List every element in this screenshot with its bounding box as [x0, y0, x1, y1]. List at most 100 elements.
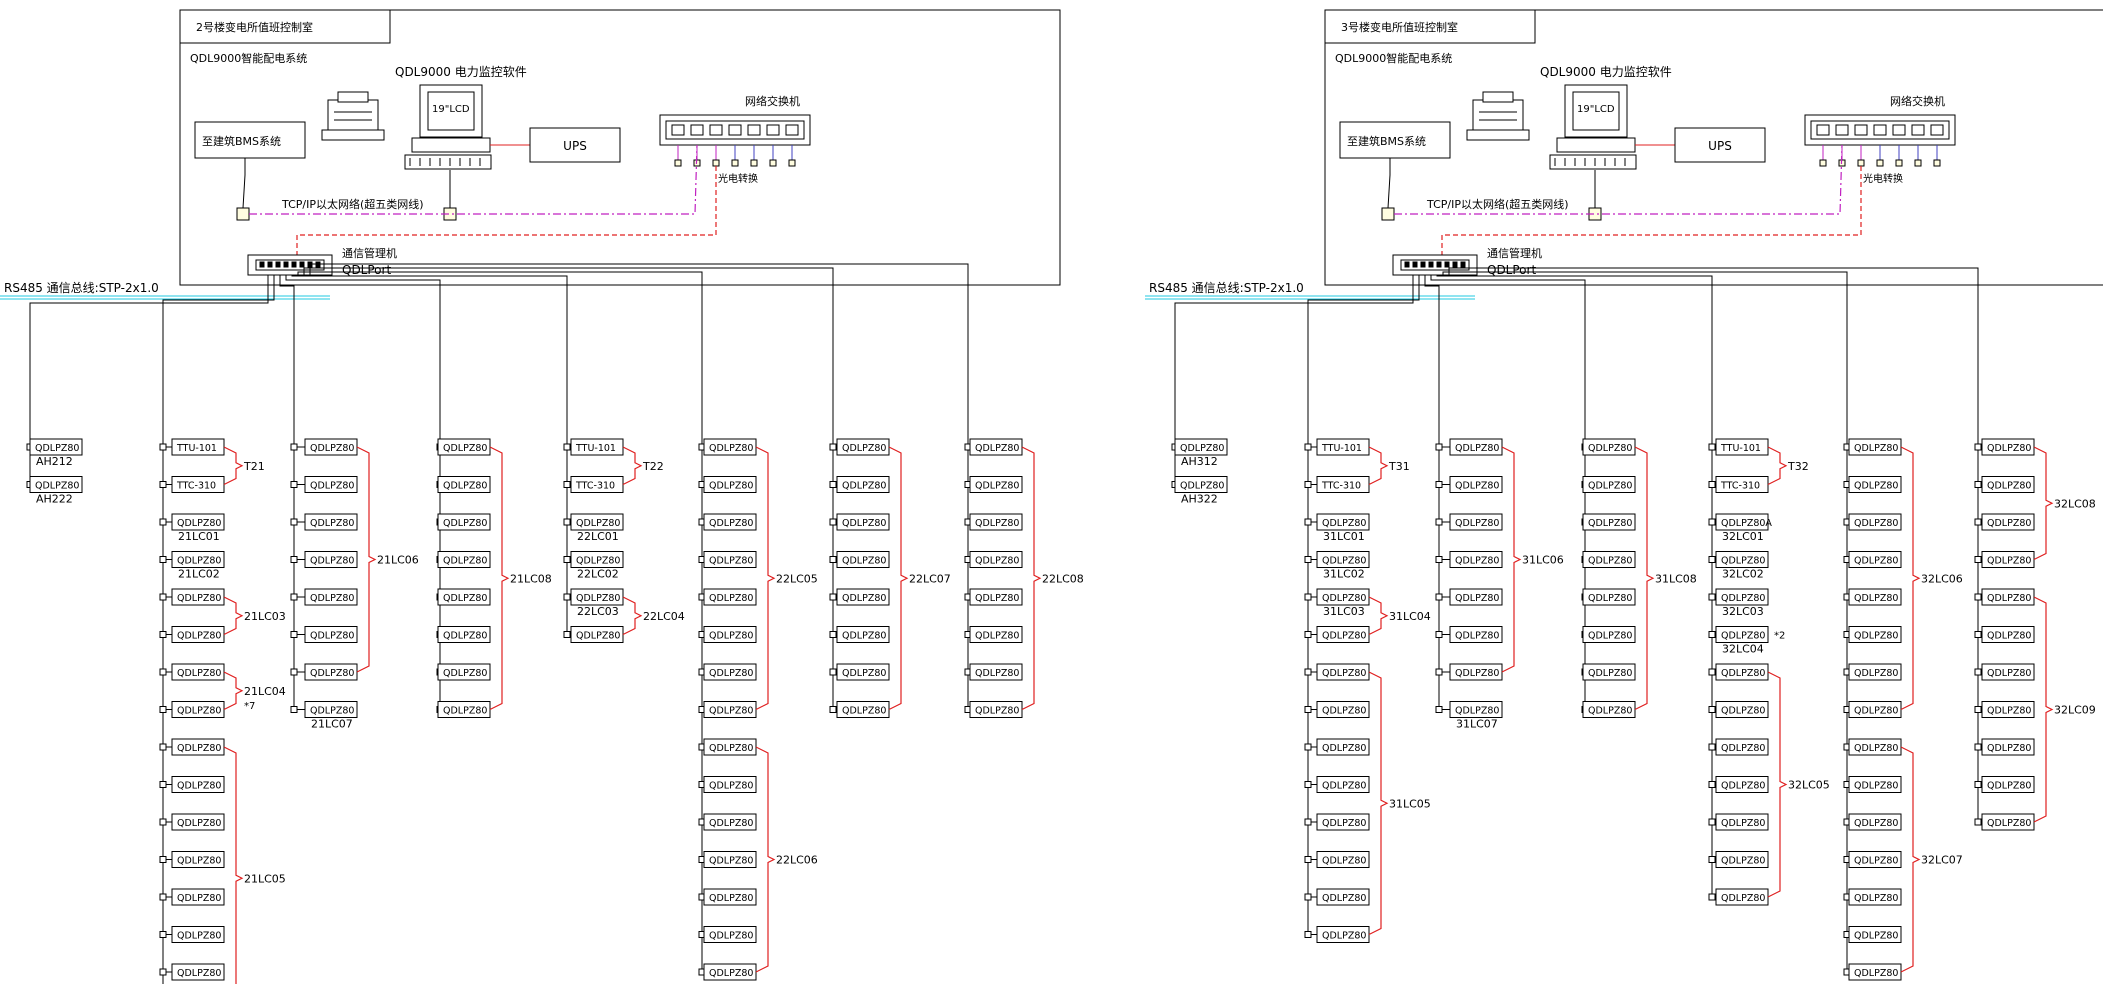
device-terminal [1974, 818, 1982, 826]
device-label: QDLPZ80 [1854, 781, 1898, 792]
device-label: QDLPZ80 [1455, 631, 1499, 642]
device-terminal [1708, 556, 1716, 563]
device-label: QDLPZ80 [1721, 631, 1765, 642]
device-terminal [1974, 593, 1982, 601]
device-terminal [1708, 481, 1716, 488]
device-terminal [159, 781, 167, 788]
device-box [1582, 513, 1636, 531]
device-box [171, 551, 225, 568]
device-column-2: TTU-101TTC-310QDLPZ8021LC01QDLPZ8021LC02… [159, 275, 286, 984]
device-row: QDLPZ80 [1304, 813, 1370, 831]
rs485-feeder-line [1424, 275, 1440, 322]
room-title: 3号楼变电所值班控制室 [1341, 20, 1458, 34]
device-box [1582, 588, 1636, 606]
device-row: QDLPZ80 [1708, 851, 1769, 868]
device-box [1715, 551, 1769, 568]
device-terminal [290, 481, 298, 488]
device-box [1449, 588, 1503, 606]
device-box [1316, 738, 1370, 756]
device-row: QDLPZ80 [1708, 738, 1769, 756]
device-row: QDLPZ80 [159, 701, 225, 718]
device-label: QDLPZ80 [177, 743, 221, 754]
device-label: QDLPZ80 [1987, 593, 2031, 604]
device-box [1848, 513, 1902, 531]
printer-paper [337, 91, 369, 103]
device-label: QDLPZ80 [310, 593, 354, 604]
comm-manager-en: QDLPort [342, 263, 391, 277]
ups-label: UPS [1708, 139, 1732, 153]
device-label: QDLPZ80 [842, 631, 886, 642]
device-column-5: TTU-101TTC-310QDLPZ8022LC01QDLPZ8022LC02… [291, 275, 685, 643]
device-sublabel: 32LC04 [1722, 643, 1764, 656]
device-label: QDLPZ80 [709, 781, 753, 792]
group-bracket [1900, 446, 1921, 711]
device-label: QDLPZ80 [1322, 668, 1366, 679]
network-switch-icon [659, 114, 811, 167]
device-label: TTC-310 [575, 481, 615, 492]
device-row: QDLPZ80 [1435, 551, 1503, 568]
device-box [171, 513, 225, 531]
device-label: QDLPZ80 [1180, 481, 1224, 492]
device-terminal [1304, 668, 1312, 676]
bms-label: 至建筑BMS系统 [1347, 134, 1426, 148]
printer-base [1466, 129, 1530, 141]
group-bracket [1368, 596, 1389, 636]
device-box [1715, 851, 1769, 868]
device-box [304, 626, 358, 643]
group-bracket [2033, 446, 2054, 561]
device-row: QDLPZ80 [1581, 588, 1636, 606]
device-terminal [159, 856, 167, 863]
device-label: QDLPZ80 [709, 968, 753, 979]
device-label: QDLPZ80 [709, 856, 753, 867]
group-label: 21LC06 [377, 554, 419, 567]
switch-port [785, 124, 799, 136]
group-label: 22LC06 [776, 854, 818, 867]
device-row: QDLPZ80 [1435, 438, 1503, 456]
device-row: QDLPZ80 [1581, 513, 1636, 531]
device-terminal [1304, 556, 1312, 563]
device-label: QDLPZ80 [1854, 631, 1898, 642]
device-label: QDLPZ80 [1588, 668, 1632, 679]
device-sublabel: 32LC02 [1722, 568, 1764, 581]
device-terminal [1435, 518, 1443, 526]
device-box [1316, 776, 1370, 793]
device-box [1449, 551, 1503, 568]
device-terminal [159, 668, 167, 676]
group-label: 31LC06 [1522, 554, 1564, 567]
device-terminal [1974, 706, 1982, 713]
device-label: QDLPZ80 [1322, 856, 1366, 867]
device-box [1316, 851, 1370, 868]
group-label: 32LC05 [1788, 779, 1830, 792]
device-label: QDLPZ80 [443, 631, 487, 642]
device-label: QDLPZ80 [975, 631, 1019, 642]
computer-monitor-icon: 19"LCD [1549, 84, 1637, 170]
device-terminal [1304, 856, 1312, 863]
group-label: 22LC05 [776, 572, 818, 585]
room-title: 2号楼变电所值班控制室 [196, 20, 313, 34]
device-sublabel: AH222 [36, 493, 73, 506]
device-sublabel: 21LC01 [178, 530, 220, 543]
device-box [1981, 663, 2035, 681]
device-label: TTU-101 [1321, 443, 1362, 454]
software-title: QDL9000 电力监控软件 [395, 65, 527, 79]
device-box [304, 476, 358, 493]
optical-dashed-link [1441, 166, 1862, 255]
ups-box [1674, 127, 1766, 163]
switch-port [766, 124, 780, 136]
device-box [29, 438, 83, 456]
device-box [1848, 663, 1902, 681]
ethernet-label: TCP/IP以太网络(超五类网线) [1426, 197, 1569, 211]
device-row: QDLPZ80 [1974, 476, 2035, 493]
device-label: QDLPZ80 [1987, 781, 2031, 792]
device-label: QDLPZ80 [443, 556, 487, 567]
comm-manager-port [1452, 261, 1458, 268]
device-label: QDLPZ80 [1455, 556, 1499, 567]
device-box [703, 813, 757, 831]
device-row: TTU-101 [159, 438, 225, 456]
device-label: QDLPZ80 [1322, 518, 1366, 529]
device-label: QDLPZ80 [1854, 931, 1898, 942]
device-column-3: QDLPZ80QDLPZ80QDLPZ80QDLPZ80QDLPZ80QDLPZ… [279, 275, 419, 731]
rs485-feeder-line [297, 271, 703, 399]
group-label: 32LC08 [2054, 497, 2096, 510]
